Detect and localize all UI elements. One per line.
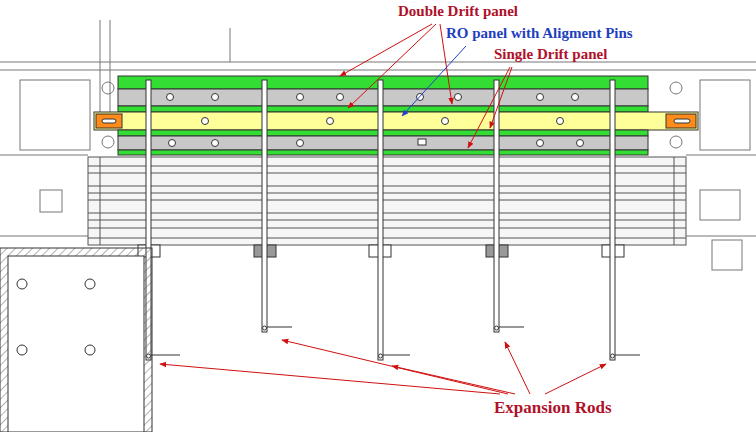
alignment-pin [442, 118, 449, 125]
hole [297, 94, 304, 101]
leader-arrow [545, 364, 606, 394]
hole [572, 94, 579, 101]
tube-block [88, 157, 686, 245]
hole [418, 139, 426, 145]
rod-foot [499, 327, 524, 328]
tube-line [88, 193, 686, 194]
side-mechanism [670, 136, 682, 148]
frame-line [0, 62, 756, 63]
panel-holes [167, 94, 584, 147]
side-mechanism [102, 136, 114, 148]
leader-arrow [392, 366, 515, 394]
leader-arrow [490, 67, 512, 128]
hole [212, 140, 219, 147]
frame-line [0, 236, 88, 237]
frame-line [686, 236, 756, 237]
panel-stack [94, 76, 698, 155]
side-bracket [20, 80, 90, 150]
rod-foot [383, 355, 410, 356]
hole [212, 94, 219, 101]
leader-arrow [348, 24, 436, 108]
rod-end [495, 326, 499, 330]
leader-arrow [402, 46, 466, 116]
rod-end [379, 354, 383, 358]
frame-line [110, 20, 111, 112]
leader-arrow [468, 67, 510, 148]
rod-foot [267, 327, 292, 328]
tube-line [88, 166, 686, 167]
frame-line [230, 28, 231, 62]
rod-foot [615, 355, 640, 356]
tube-line [88, 173, 686, 174]
tube-line [88, 200, 686, 201]
expansion-rod [494, 80, 499, 332]
side-bracket [712, 240, 742, 270]
hole [297, 140, 304, 147]
tube-line [88, 220, 686, 221]
alignment-pin [327, 118, 334, 125]
alignment-end [96, 114, 122, 128]
alignment-slot [102, 119, 116, 123]
base-housing [0, 248, 152, 432]
leader-arrow [340, 24, 432, 76]
expansion-rod [610, 80, 615, 360]
hole [537, 140, 544, 147]
side-mechanism [670, 82, 682, 94]
bolt-hole [85, 279, 95, 289]
hole [169, 140, 176, 147]
bolt-hole [17, 279, 27, 289]
frame-line [0, 70, 756, 71]
part-label: RO panel with Aligment Pins [446, 25, 633, 42]
frame-line [686, 155, 756, 156]
alignment-end [666, 114, 696, 128]
leader-lines [160, 24, 606, 394]
tube-line [88, 228, 686, 229]
part-label: Double Drift panel [398, 3, 518, 20]
hole [337, 94, 344, 101]
ro-panel [94, 112, 698, 130]
hole [577, 140, 584, 147]
bolt-hole [17, 345, 27, 355]
rod-end [611, 354, 615, 358]
side-bracket [700, 80, 750, 150]
expansion-rods [146, 80, 640, 360]
tube-line [88, 186, 686, 187]
side-mechanism [102, 82, 114, 94]
housing-inner [8, 256, 144, 432]
frame-line [100, 20, 101, 112]
hole [455, 94, 462, 101]
expansion-rod [262, 80, 267, 332]
rod-end [263, 326, 267, 330]
tube-housing [88, 157, 686, 245]
tube-end [100, 157, 101, 245]
expansion-rod [378, 80, 383, 360]
hole [167, 94, 174, 101]
alignment-pin [202, 118, 209, 125]
rod-foot [151, 355, 180, 356]
tube-line [88, 238, 686, 239]
part-label: Expansion Rods [494, 398, 612, 418]
tube-line [88, 213, 686, 214]
side-bracket [700, 190, 740, 220]
hatched-wall [0, 248, 152, 432]
part-label: Single Drift panel [494, 46, 607, 63]
frame-line [0, 155, 88, 156]
tube-end [674, 157, 675, 245]
hole [537, 94, 544, 101]
side-bracket [40, 190, 62, 212]
alignment-slot [674, 119, 690, 123]
alignment-pin [557, 118, 564, 125]
bolt-hole [85, 345, 95, 355]
leader-arrow [505, 342, 530, 394]
